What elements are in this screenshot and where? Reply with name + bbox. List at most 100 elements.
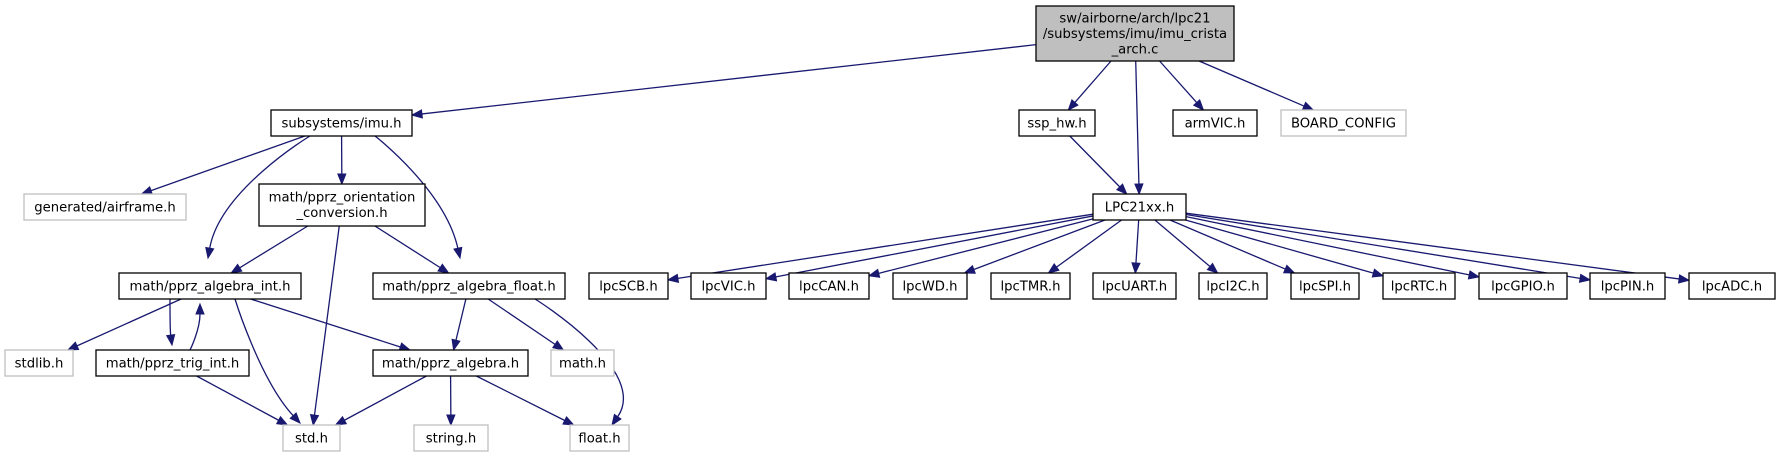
edge-lpc21xx-to-lpcgpio (1185, 215, 1481, 280)
node-box (1688, 272, 1776, 300)
edge-orient-to-algflt (374, 225, 450, 274)
node-label: math/pprz_trig_int.h (106, 356, 240, 371)
node-box (569, 424, 630, 452)
node-algflt[interactable]: math/pprz_algebra_float.h (372, 272, 566, 300)
edge-imu-to-algint-arrowhead (205, 246, 215, 260)
node-lpcgpio[interactable]: lpcGPIO.h (1478, 272, 1568, 300)
edge-line (1056, 219, 1122, 268)
edge-algflt-to-mathh (487, 298, 565, 351)
edge-alg-to-std (334, 375, 427, 426)
node-lpcvic[interactable]: lpcVIC.h (690, 272, 767, 300)
edge-algint-to-stdlib-arrowhead (66, 341, 80, 351)
node-lpcscb[interactable]: lpcSCB.h (588, 272, 669, 300)
edge-alg-to-float (476, 375, 575, 426)
node-imu[interactable]: subsystems/imu.h (270, 109, 413, 137)
edge-line (677, 213, 1094, 280)
node-label: LPC21xx.h (1105, 200, 1174, 215)
node-ssp[interactable]: ssp_hw.h (1018, 109, 1096, 137)
edge-alg-to-string-arrowhead (446, 414, 456, 427)
node-label: math/pprz_algebra_int.h (129, 279, 290, 294)
node-box (282, 424, 341, 452)
node-box (1035, 5, 1235, 62)
node-lpccan[interactable]: lpcCAN.h (788, 272, 870, 300)
node-lpcwd[interactable]: lpcWD.h (892, 272, 968, 300)
edge-line (239, 225, 309, 269)
node-label: string.h (426, 431, 476, 446)
node-label: lpcVIC.h (702, 279, 756, 294)
edge-lpc21xx-to-lpcwd (963, 219, 1106, 274)
edge-algflt-to-float (534, 298, 624, 427)
node-mathh: math.h (550, 349, 615, 377)
edge-orient-to-algint-arrowhead (230, 263, 243, 274)
node-box (1018, 109, 1096, 137)
edge-root-to-ssp-arrowhead (1067, 98, 1079, 112)
edge-root-to-armvic (1159, 60, 1205, 112)
node-label: subsystems/imu.h (281, 116, 401, 131)
node-box (23, 193, 187, 221)
edge-lpc21xx-to-lpcuart-arrowhead (1131, 262, 1141, 275)
node-label: _arch.c (1111, 42, 1159, 57)
edge-imu-to-airframe (140, 135, 306, 195)
node-box (1092, 272, 1177, 300)
edge-algflt-to-alg (451, 298, 467, 352)
edge-imu-to-orient-arrowhead (337, 173, 347, 186)
node-label: generated/airframe.h (34, 200, 175, 215)
edge-orient-to-algflt-arrowhead (437, 263, 450, 274)
edge-root-to-imu-arrowhead (410, 109, 423, 119)
node-root[interactable]: sw/airborne/arch/lpc21/subsystems/imu/im… (1035, 5, 1235, 62)
edge-lpc21xx-to-lpcadc (1185, 212, 1691, 284)
node-label: lpcTMR.h (1001, 279, 1061, 294)
edge-line (775, 215, 1094, 278)
node-label: lpcADC.h (1702, 279, 1762, 294)
node-lpc21xx[interactable]: LPC21xx.h (1092, 193, 1187, 221)
edge-root-to-board (1198, 60, 1315, 111)
node-lpcrtc[interactable]: lpcRTC.h (1382, 272, 1456, 300)
node-alg[interactable]: math/pprz_algebra.h (372, 349, 529, 377)
edge-orient-to-algint (230, 225, 309, 274)
edge-imu-to-algint (205, 135, 311, 260)
node-lpcadc[interactable]: lpcADC.h (1688, 272, 1776, 300)
node-label: lpcSCB.h (599, 279, 657, 294)
edge-lpc21xx-to-lpcgpio-arrowhead (1467, 270, 1481, 280)
edge-algint-to-alg (250, 298, 412, 352)
node-trig[interactable]: math/pprz_trig_int.h (95, 349, 250, 377)
node-armvic[interactable]: armVIC.h (1172, 109, 1258, 137)
edge-line (1185, 219, 1374, 274)
node-box (95, 349, 250, 377)
node-box (1478, 272, 1568, 300)
edge-algflt-to-mathh-arrowhead (551, 340, 565, 351)
edge-line (1135, 219, 1140, 264)
node-lpctmr[interactable]: lpcTMR.h (990, 272, 1071, 300)
edge-line (1185, 213, 1581, 279)
node-box (588, 272, 669, 300)
node-stdlib: stdlib.h (4, 349, 74, 377)
edge-lpc21xx-to-lpcvic (764, 215, 1094, 282)
edge-line (1154, 219, 1211, 268)
node-label: BOARD_CONFIG (1291, 116, 1396, 131)
edge-line (1198, 60, 1305, 107)
node-box (990, 272, 1071, 300)
node-label: lpcPIN.h (1601, 279, 1655, 294)
node-algint[interactable]: math/pprz_algebra_int.h (118, 272, 302, 300)
node-lpcspi[interactable]: lpcSPI.h (1290, 272, 1360, 300)
edge-line (344, 375, 427, 421)
edge-line (374, 135, 459, 249)
node-string: string.h (413, 424, 489, 452)
edge-imu-to-orient (337, 135, 347, 186)
node-orient[interactable]: math/pprz_orientation_conversion.h (258, 183, 426, 227)
node-lpcpin[interactable]: lpcPIN.h (1589, 272, 1666, 300)
node-lpci2c[interactable]: lpcI2C.h (1198, 272, 1268, 300)
edge-lpc21xx-to-lpcrtc-arrowhead (1371, 268, 1385, 278)
node-label: lpcUART.h (1102, 279, 1167, 294)
edge-line (476, 375, 566, 422)
edge-algint-to-trig (165, 298, 176, 347)
edge-algflt-to-alg-arrowhead (451, 338, 461, 352)
node-box (892, 272, 968, 300)
node-label: float.h (578, 431, 620, 446)
edge-lpc21xx-to-lpcrtc (1185, 219, 1385, 278)
edge-line (1069, 135, 1121, 188)
edge-lpc21xx-to-lpci2c (1154, 219, 1219, 274)
edge-line (374, 225, 441, 269)
node-lpcuart[interactable]: lpcUART.h (1092, 272, 1177, 300)
